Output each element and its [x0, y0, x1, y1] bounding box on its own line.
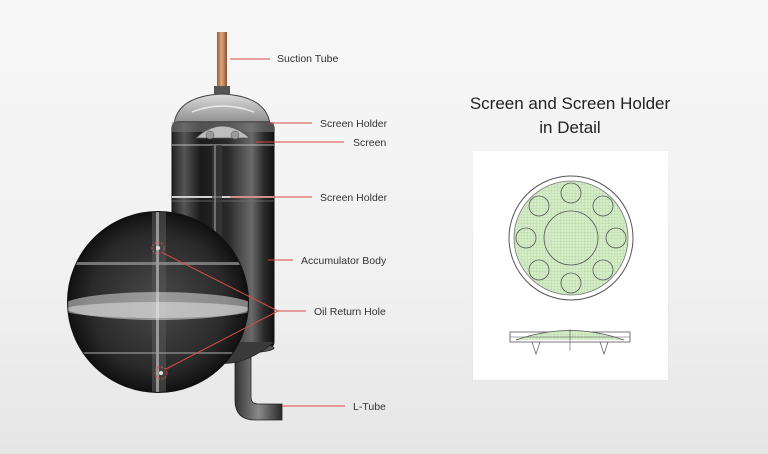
oil-return-hole-upper [151, 241, 165, 255]
screen-detail-drawing [508, 175, 634, 356]
label-l-tube: L-Tube [353, 401, 386, 413]
detail-title-line1: Screen and Screen Holder [469, 94, 671, 113]
detail-title: Screen and Screen Holder in Detail [440, 92, 700, 140]
label-suction-tube: Suction Tube [277, 53, 338, 65]
screen-top-view [508, 175, 634, 301]
dome-top [173, 93, 271, 125]
screen-side-view [509, 329, 631, 356]
label-oil-return-hole: Oil Return Hole [314, 306, 386, 318]
magnifier-lens [67, 211, 249, 393]
label-screen-holder-mid: Screen Holder [320, 192, 388, 204]
detail-panel [473, 151, 668, 380]
oil-return-hole-lower [154, 366, 168, 380]
detail-title-line2: in Detail [539, 118, 601, 137]
label-screen: Screen [353, 137, 386, 149]
suction-tube [217, 32, 227, 90]
label-accumulator-body: Accumulator Body [301, 255, 387, 267]
label-screen-holder-top: Screen Holder [320, 118, 388, 130]
l-tube [234, 357, 283, 421]
